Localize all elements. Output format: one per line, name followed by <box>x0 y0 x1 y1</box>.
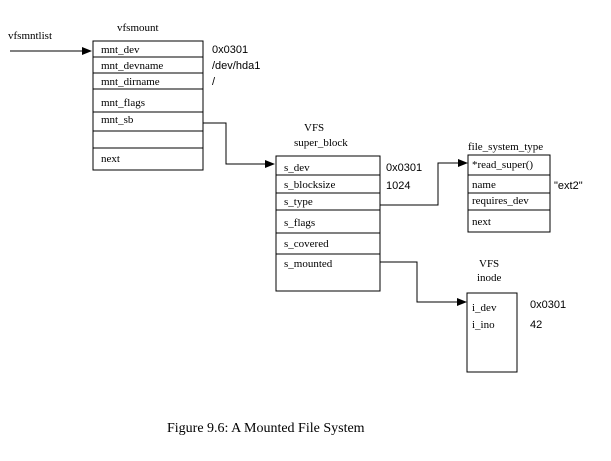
vfsmntlist-label: vfsmntlist <box>8 30 52 42</box>
vfsmount-field: mnt_devname <box>101 60 163 72</box>
super-block-value: 1024 <box>386 180 410 192</box>
vfsmount-field: mnt_flags <box>101 97 145 109</box>
inode-fields: i_dev i_ino <box>472 302 497 331</box>
figure-caption: Figure 9.6: A Mounted File System <box>167 421 365 436</box>
super-block-title-line1: VFS <box>304 122 324 134</box>
vfsmount-fields: mnt_dev mnt_devname mnt_dirname mnt_flag… <box>101 44 163 165</box>
super-block-field: s_blocksize <box>284 179 335 191</box>
inode-field: i_dev <box>472 302 497 314</box>
super-block-title-line2: super_block <box>294 137 348 149</box>
file-system-type-field: *read_super() <box>472 159 533 171</box>
vfsmount-value: 0x0301 <box>212 44 248 56</box>
file-system-type-fields: *read_super() name requires_dev next <box>472 159 533 228</box>
inode-field: i_ino <box>472 319 495 331</box>
inode-title-line2: inode <box>477 272 502 284</box>
s-type-arrow <box>380 159 468 206</box>
mnt-sb-arrow <box>203 122 275 168</box>
s-mounted-arrow <box>380 261 467 306</box>
inode-value: 42 <box>530 319 542 331</box>
file-system-type-name-value: "ext2" <box>554 180 583 192</box>
vfsmount-field: next <box>101 153 120 165</box>
file-system-type-field: name <box>472 179 496 191</box>
super-block-field: s_dev <box>284 162 310 174</box>
file-system-type-field: requires_dev <box>472 195 529 207</box>
vfsmount-title: vfsmount <box>117 22 159 34</box>
inode-values: 0x0301 42 <box>530 299 566 331</box>
vfsmount-field: mnt_dev <box>101 44 140 56</box>
super-block-value: 0x0301 <box>386 162 422 174</box>
super-block-field: s_covered <box>284 238 329 250</box>
vfsmntlist-arrow <box>10 47 92 55</box>
inode-title-line1: VFS <box>479 258 499 270</box>
super-block-values: 0x0301 1024 <box>386 162 422 192</box>
inode-box <box>466 292 518 373</box>
inode-value: 0x0301 <box>530 299 566 311</box>
vfsmount-values: 0x0301 /dev/hda1 / <box>212 44 260 88</box>
super-block-field: s_type <box>284 196 313 208</box>
vfsmount-box <box>92 40 204 171</box>
vfsmount-field: mnt_sb <box>101 114 134 126</box>
file-system-type-box <box>467 154 551 233</box>
vfsmount-value: / <box>212 76 216 88</box>
super-block-fields: s_dev s_blocksize s_type s_flags s_cover… <box>284 162 335 270</box>
super-block-field: s_mounted <box>284 258 333 270</box>
super-block-box <box>275 155 381 292</box>
file-system-type-field: next <box>472 216 491 228</box>
super-block-field: s_flags <box>284 217 315 229</box>
file-system-type-title: file_system_type <box>468 141 543 153</box>
vfsmount-field: mnt_dirname <box>101 76 160 88</box>
vfsmount-value: /dev/hda1 <box>212 60 260 72</box>
